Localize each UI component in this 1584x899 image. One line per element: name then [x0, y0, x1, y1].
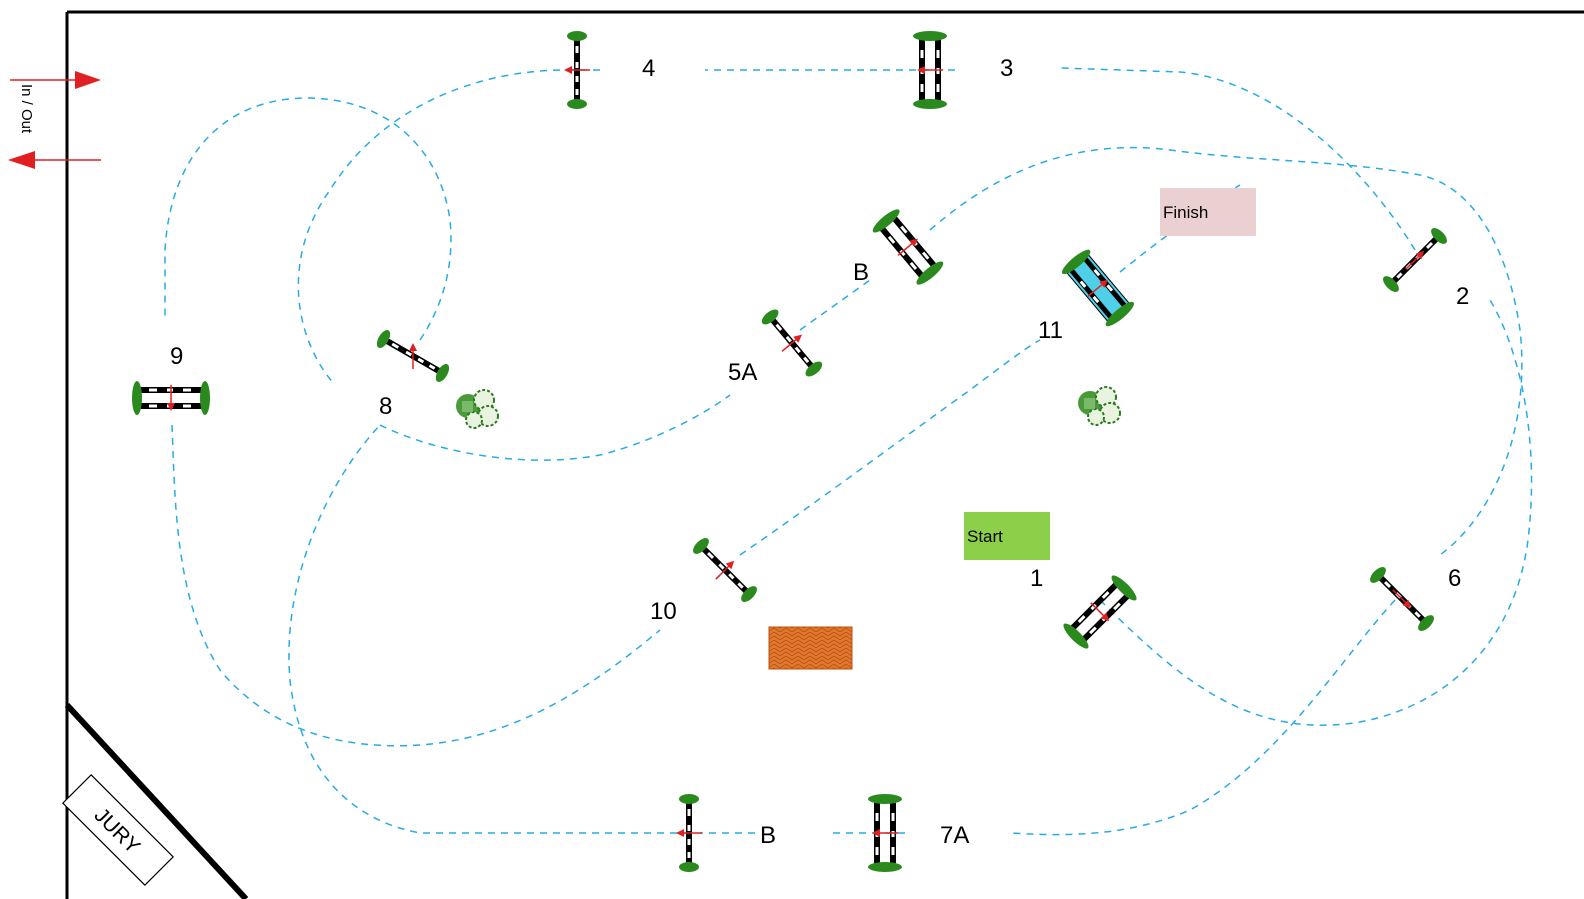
plant-decoration [1077, 386, 1121, 426]
obstacle-number: 1 [1030, 565, 1043, 592]
obstacle-5b [870, 206, 946, 288]
entrance-marker: In / Out [8, 71, 101, 169]
brick-mat [768, 626, 853, 670]
obstacle-1 [1060, 572, 1139, 651]
obstacle-number: 2 [1456, 283, 1469, 310]
obstacle-number: 9 [170, 343, 183, 370]
obstacle-10 [688, 533, 762, 607]
start-marker: Start [964, 512, 1050, 560]
obstacle-number: 4 [642, 55, 655, 82]
obstacle-number: 11 [1038, 317, 1063, 344]
entrance-label: In / Out [18, 84, 35, 134]
obstacle-7a [868, 794, 902, 872]
obstacle-8 [373, 325, 454, 387]
obstacle-9 [132, 381, 210, 415]
finish-marker: Finish [1160, 188, 1256, 236]
finish-label: Finish [1163, 203, 1208, 222]
obstacle-number: 3 [1000, 55, 1013, 82]
course-route [164, 67, 1533, 836]
obstacle-3 [913, 31, 947, 109]
obstacle-11 [1059, 247, 1137, 330]
obstacle-number: 7A [940, 822, 969, 849]
obstacle-number: 6 [1448, 565, 1461, 592]
obstacle-number: 5A [728, 359, 757, 386]
arena-border [64, 10, 1584, 899]
obstacle-5a [757, 305, 827, 381]
jury-box: JURY [61, 773, 175, 887]
obstacle-4 [563, 31, 591, 109]
obstacle-6 [1367, 564, 1436, 633]
obstacle-2 [1380, 225, 1449, 294]
start-label: Start [967, 527, 1003, 546]
obstacle-number: 10 [650, 598, 677, 625]
obstacle-number: 8 [379, 393, 392, 420]
obstacle-number: B [853, 259, 869, 286]
obstacle-number: B [760, 822, 776, 849]
plant-decoration [455, 389, 499, 429]
obstacle-7b [675, 794, 703, 872]
